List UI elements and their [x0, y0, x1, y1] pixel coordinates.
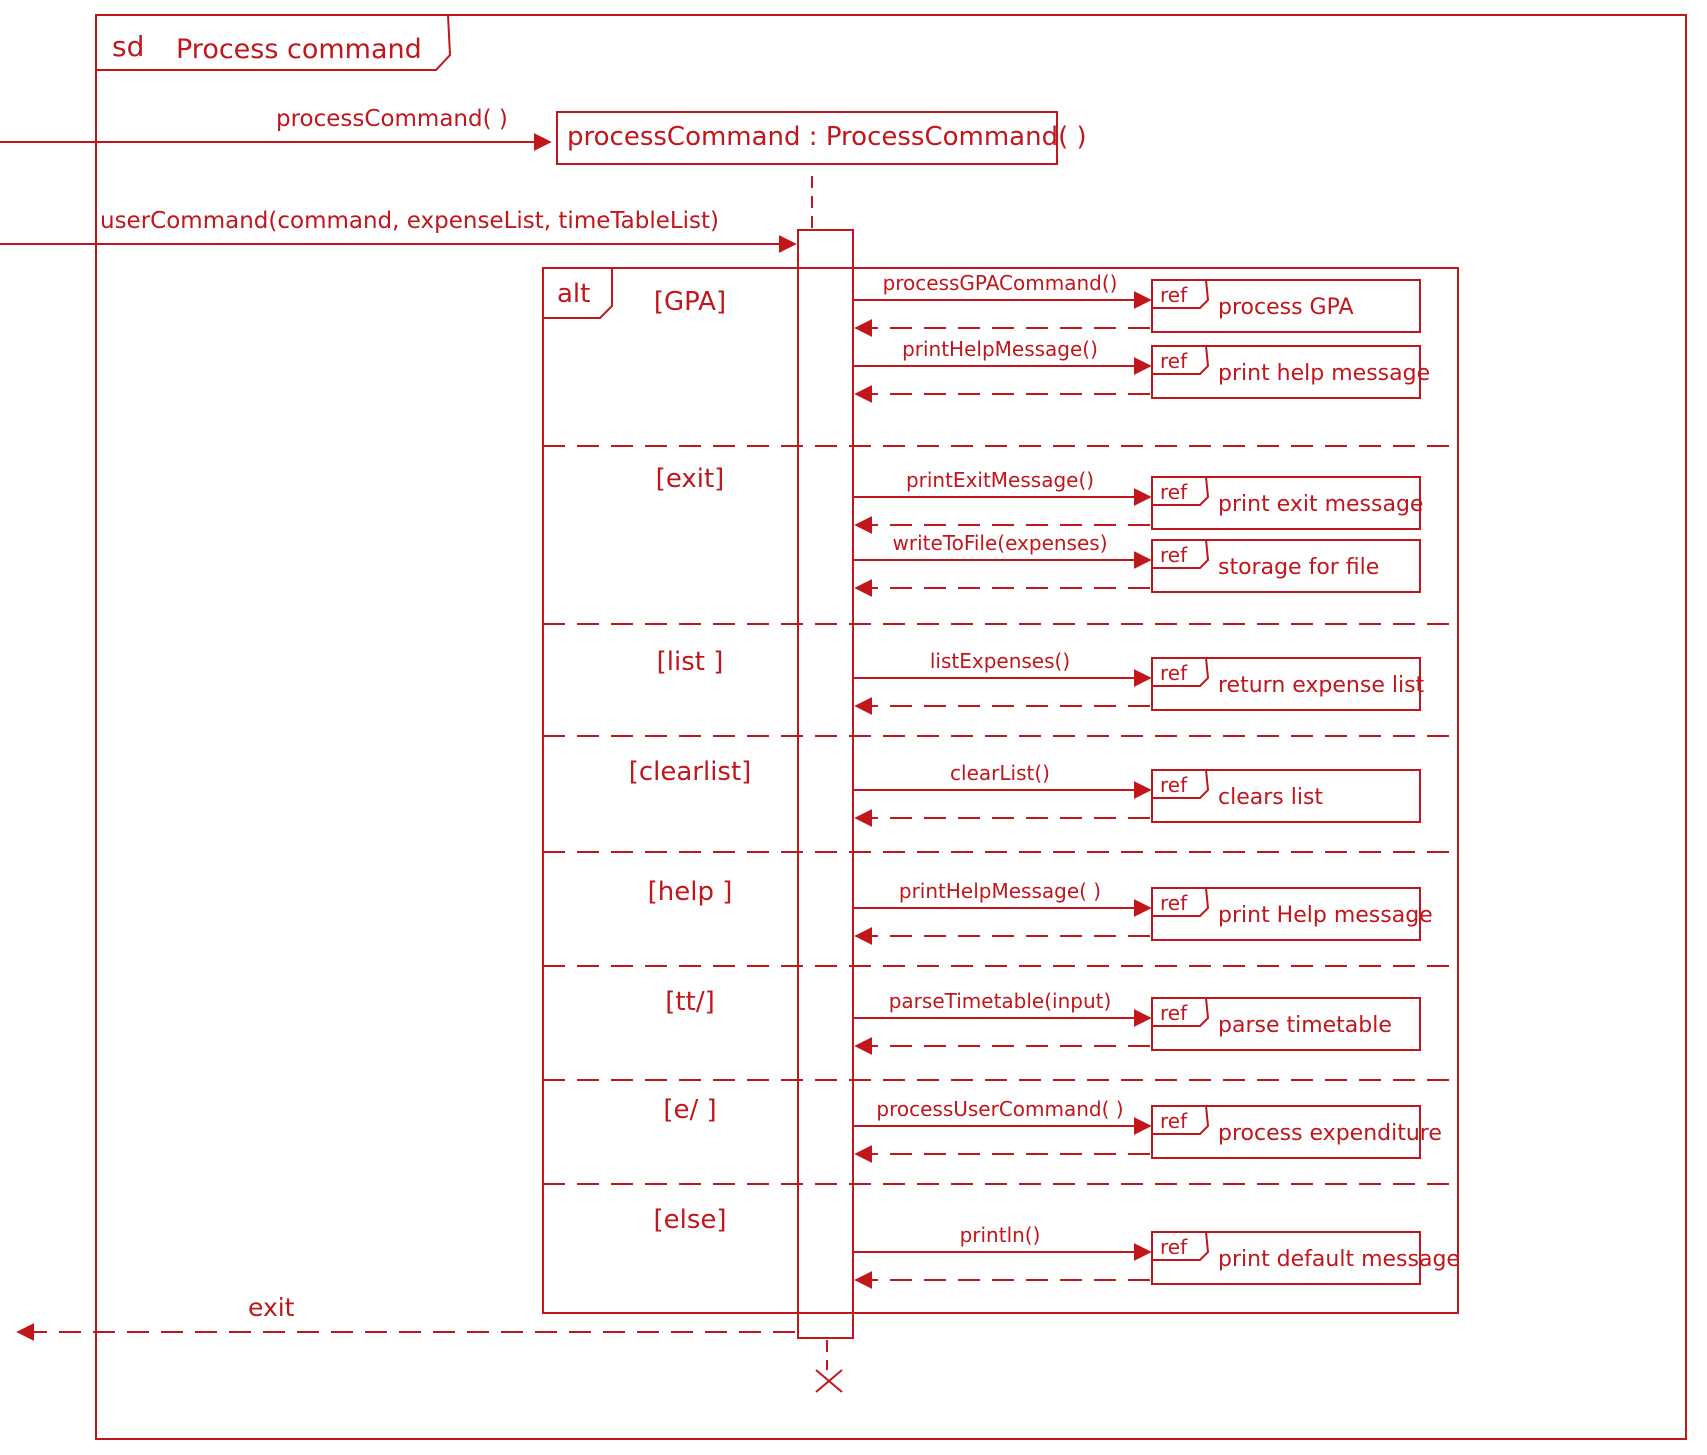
call-message-label: parseTimetable(input): [889, 989, 1112, 1013]
call-message-label: processUserCommand( ): [876, 1097, 1123, 1121]
activation-bar: [797, 229, 854, 1339]
ref-tab: [1152, 476, 1210, 506]
ref-tab: [1152, 1105, 1210, 1135]
ref-label: parse timetable: [1218, 1013, 1392, 1038]
ref-label: clears list: [1218, 785, 1323, 810]
ref-tab: [1152, 769, 1210, 799]
ref-label: process expenditure: [1218, 1121, 1442, 1146]
ref-box: [1151, 345, 1421, 399]
guard-label: [help ]: [648, 877, 733, 907]
ref-keyword: ref: [1160, 480, 1188, 504]
call: clearList() ref clears list: [853, 761, 1421, 827]
call-message-label: printHelpMessage( ): [899, 879, 1101, 903]
alt-fragment-tab: [543, 268, 613, 319]
call: printHelpMessage() ref print help message: [853, 337, 1430, 403]
ref-label: print default message: [1218, 1247, 1460, 1272]
ref-keyword: ref: [1160, 891, 1188, 915]
ref-box: [1151, 476, 1421, 530]
incoming-label-process-command: processCommand( ): [276, 106, 508, 132]
guard-group: [GPA] [exit] [list ] [clearlist] [help ] [tt/…: [629, 287, 752, 1235]
destroy-mark: [815, 1369, 843, 1393]
call-message-label: printExitMessage(): [906, 468, 1094, 492]
call: listExpenses() ref return expense list: [853, 649, 1425, 715]
ref-tab: [1152, 345, 1210, 375]
call-message-label: listExpenses(): [930, 649, 1070, 673]
ref-keyword: ref: [1160, 773, 1188, 797]
guard-label: [tt/]: [665, 987, 714, 1017]
guard-label: [clearlist]: [629, 757, 752, 787]
ref-keyword: ref: [1160, 1235, 1188, 1259]
alt-operator-label: alt: [557, 279, 590, 309]
ref-tab: [1152, 539, 1210, 569]
ref-box: [1151, 279, 1421, 333]
ref-keyword: ref: [1160, 349, 1188, 373]
ref-tab: [1152, 887, 1210, 917]
ref-tab: [1152, 1231, 1210, 1261]
call: printHelpMessage( ) ref print Help message: [853, 879, 1433, 945]
ref-keyword: ref: [1160, 1001, 1188, 1025]
ref-box: [1151, 1231, 1421, 1285]
ref-label: print exit message: [1218, 492, 1423, 517]
ref-label: print Help message: [1218, 903, 1433, 928]
guard-label: [GPA]: [654, 287, 726, 317]
ref-box: [1151, 769, 1421, 823]
ref-box: [1151, 997, 1421, 1051]
ref-box: [1151, 887, 1421, 941]
call: printExitMessage() ref print exit message: [853, 468, 1423, 534]
call-message-label: clearList(): [950, 761, 1050, 785]
ref-tab: [1152, 997, 1210, 1027]
call-group: processGPACommand() ref process GPA printHe…: [853, 271, 1460, 1289]
guard-label: [list ]: [657, 647, 724, 677]
ref-keyword: ref: [1160, 661, 1188, 685]
call-message-label: writeToFile(expenses): [892, 531, 1107, 555]
ref-label: return expense list: [1218, 673, 1425, 698]
lifeline-head: [556, 111, 1058, 165]
ref-label: storage for file: [1218, 555, 1379, 580]
call-message-label: printHelpMessage(): [902, 337, 1098, 361]
ref-box: [1151, 657, 1421, 711]
call: println() ref print default message: [853, 1223, 1460, 1289]
call: writeToFile(expenses) ref storage for file: [853, 531, 1421, 597]
ref-tab: [1152, 279, 1210, 309]
ref-tab: [1152, 657, 1210, 687]
ref-box: [1151, 1105, 1421, 1159]
call: parseTimetable(input) ref parse timetable: [853, 989, 1421, 1055]
incoming-label-user-command: userCommand(command, expenseList, timeTa…: [100, 208, 719, 234]
ref-label: print help message: [1218, 361, 1430, 386]
alt-fragment: [542, 267, 1459, 1314]
lifeline-label: processCommand : ProcessCommand( ): [567, 122, 1087, 152]
ref-keyword: ref: [1160, 283, 1188, 307]
frame-title: Process command: [176, 34, 422, 65]
sd-frame-tab: [96, 14, 452, 71]
guard-label: [e/ ]: [663, 1095, 716, 1125]
operand-separators: [543, 445, 1458, 1185]
guard-label: [else]: [653, 1205, 726, 1235]
call: processGPACommand() ref process GPA: [853, 271, 1421, 337]
frame-kind: sd: [112, 30, 144, 63]
exit-label: exit: [248, 1293, 295, 1322]
ref-keyword: ref: [1160, 1109, 1188, 1133]
ref-keyword: ref: [1160, 543, 1188, 567]
call-message-label: println(): [960, 1223, 1041, 1247]
call: processUserCommand( ) ref process expendit…: [853, 1097, 1442, 1163]
guard-label: [exit]: [656, 464, 725, 494]
call-message-label: processGPACommand(): [883, 271, 1118, 295]
sd-frame: [95, 14, 1687, 1440]
ref-box: [1151, 539, 1421, 593]
ref-label: process GPA: [1218, 295, 1354, 320]
